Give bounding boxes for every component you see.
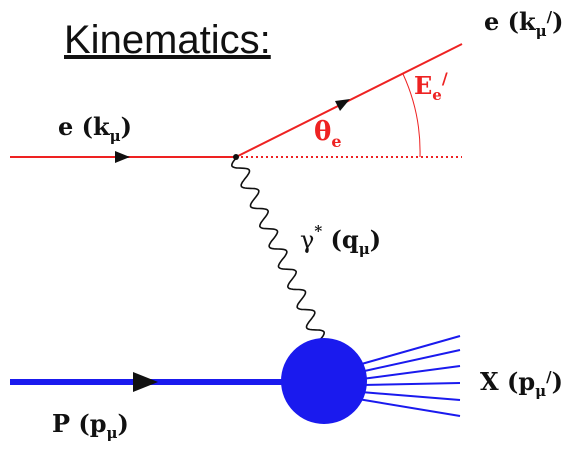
- proton-blob: [281, 338, 367, 424]
- hadronic-fan: [357, 335, 461, 417]
- label-scattering-angle: θe: [314, 117, 342, 151]
- title-kinematics: Kinematics:: [64, 18, 271, 62]
- label-hadronic-system: X (pμ/): [480, 367, 563, 400]
- fan-line: [357, 335, 461, 366]
- label-outgoing-electron: e (kμ/): [484, 7, 563, 40]
- fan-line: [361, 382, 461, 386]
- incoming-electron-arrow: [115, 151, 130, 163]
- virtual-photon-line: [230, 157, 326, 341]
- proton-arrow: [133, 372, 158, 392]
- label-incoming-electron: e (kμ): [58, 112, 132, 145]
- fan-line: [360, 391, 461, 401]
- outgoing-electron-arrow: [335, 99, 350, 111]
- label-proton: P (pμ): [52, 409, 129, 442]
- fan-line: [357, 398, 461, 417]
- label-virtual-photon: γ* (qμ): [300, 222, 381, 258]
- fan-line: [361, 365, 461, 380]
- label-electron-energy: Ee/: [414, 69, 448, 104]
- fan-line: [359, 349, 461, 373]
- outgoing-electron-line: [235, 43, 463, 158]
- electron-vertex: [233, 154, 239, 160]
- angle-arc: [402, 73, 421, 158]
